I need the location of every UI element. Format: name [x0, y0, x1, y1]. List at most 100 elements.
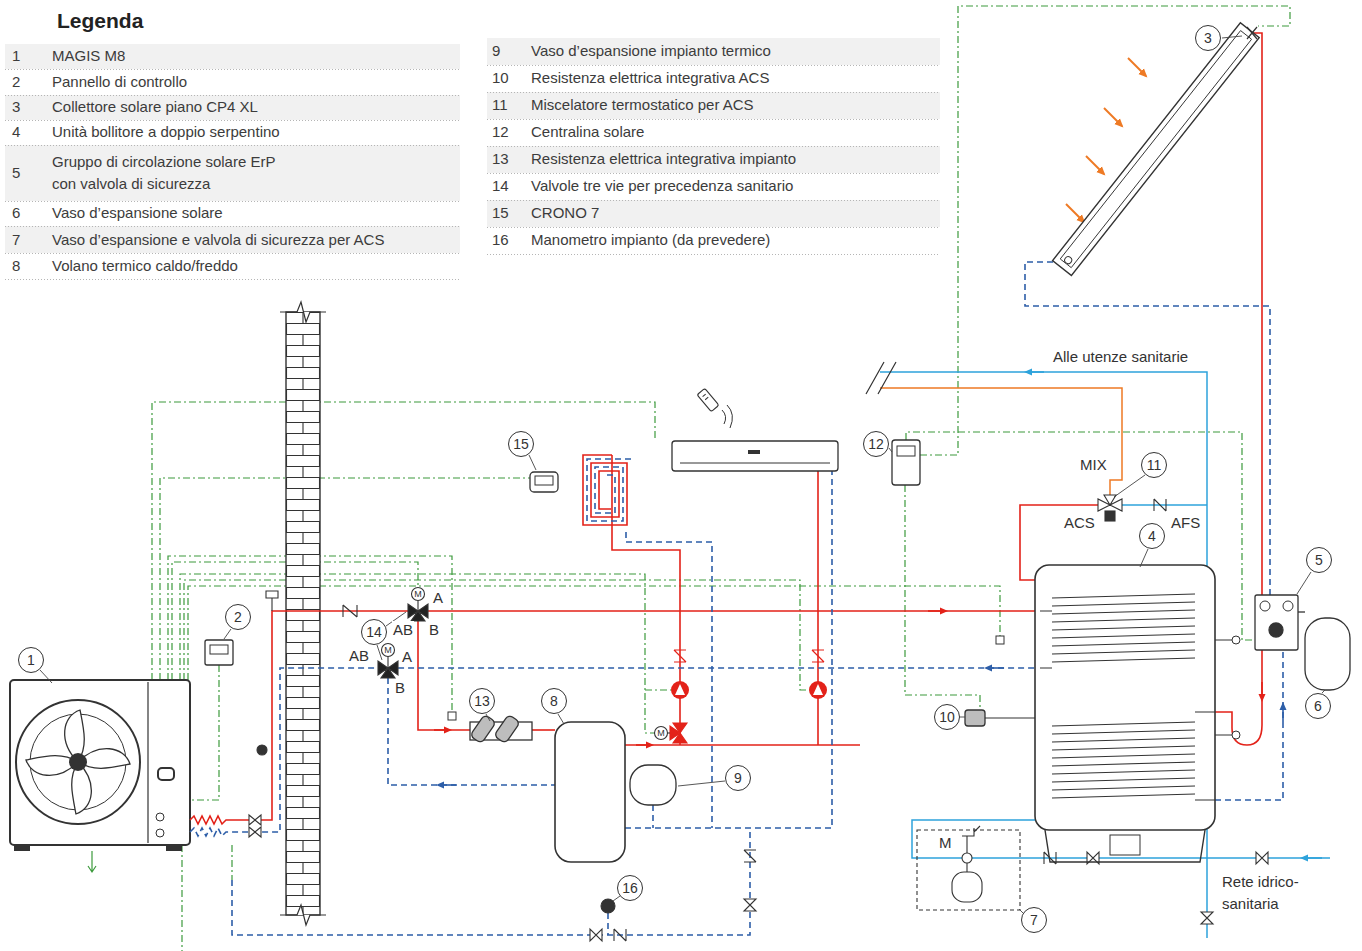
callout-circle: 2 [225, 604, 251, 630]
system-components [1247, 27, 1257, 39]
callout-circle: 15 [508, 431, 534, 457]
supply-pipes [612, 532, 680, 745]
motor-letter: M [384, 646, 392, 655]
callout-circle: 10 [934, 704, 960, 730]
system-components [892, 440, 920, 485]
callout-circle: 12 [863, 431, 889, 457]
callout-number: 5 [1315, 553, 1323, 567]
flow-arrows [1128, 58, 1146, 76]
heat-pump-unit [158, 768, 174, 780]
system-components [448, 712, 456, 720]
system-components [1255, 595, 1298, 650]
supply-pipes [583, 455, 627, 525]
system-components [1052, 722, 1195, 798]
valves [670, 723, 687, 743]
legend-text: Collettore solare piano CP4 XL [52, 98, 258, 117]
leader-lines [1140, 549, 1148, 567]
valves [417, 601, 418, 612]
leader-lines [960, 717, 965, 718]
flow-arrows [636, 744, 652, 746]
leader-lines [1322, 690, 1325, 693]
control-wires [160, 478, 530, 680]
pumps [674, 650, 686, 662]
system-components [630, 765, 676, 805]
flow-arrows [438, 784, 456, 786]
callout-circle: 6 [1305, 693, 1331, 719]
system-components [1040, 611, 1215, 800]
legend-number: 1 [12, 47, 20, 66]
system-components [965, 710, 985, 726]
system-components [494, 714, 520, 743]
callout-circle: 16 [617, 875, 643, 901]
return-pipes [232, 828, 750, 935]
control-wires [184, 580, 809, 690]
legend-table [487, 146, 940, 173]
system-components [1060, 31, 1251, 268]
flow-arrows [1026, 371, 1044, 373]
valves [601, 899, 615, 913]
valves [1098, 495, 1122, 511]
valves [744, 899, 756, 911]
callout-circle: 14 [361, 619, 387, 645]
legend-text: CRONO 7 [531, 204, 599, 223]
legend-table [5, 38, 940, 280]
valves [343, 605, 357, 617]
water-pipes [880, 372, 1330, 938]
legend-text: Centralina solare [531, 123, 644, 142]
legend-table [487, 38, 940, 65]
port-label: AB [348, 647, 370, 666]
callout-number: 2 [234, 610, 242, 624]
callout-number: 9 [734, 771, 742, 785]
legend-text: Volano termico caldo/freddo [52, 257, 238, 276]
port-label: A [432, 589, 444, 608]
system-components [205, 640, 233, 665]
control-wires [190, 665, 219, 800]
flow-arrows [986, 667, 1004, 669]
callout-number: 1 [27, 653, 35, 667]
legend-number: 9 [492, 42, 500, 61]
system-components [748, 450, 760, 454]
pipe-label: Alle utenze sanitarie [1052, 348, 1189, 367]
legend-number: 8 [12, 257, 20, 276]
system-components [1260, 601, 1270, 611]
leader-lines [529, 455, 536, 470]
water-pipes [1122, 504, 1207, 506]
callout-number: 6 [1314, 699, 1322, 713]
brick-wall [280, 905, 326, 925]
leader-lines [1297, 572, 1311, 594]
legend-number: 13 [492, 150, 509, 169]
pumps [812, 650, 824, 662]
heat-pump-unit [88, 851, 96, 872]
callout-circle: 1 [18, 647, 44, 673]
leader-lines [558, 714, 564, 724]
pumps [671, 650, 827, 699]
system-components [672, 441, 838, 471]
control-wires [231, 845, 232, 880]
leader-lines [486, 714, 490, 721]
legend-title: Legenda [57, 8, 143, 34]
leader-lines [40, 670, 52, 683]
callout-number: 13 [474, 694, 490, 708]
legend-text: Vaso d’espansione impianto termico [531, 42, 771, 61]
mixed-water-pipe [880, 388, 1122, 495]
legend-number: 2 [12, 73, 20, 92]
heat-pump-unit [10, 680, 190, 872]
legend-table [5, 145, 460, 201]
system-components [962, 826, 980, 872]
callout-circle: 13 [469, 688, 495, 714]
valves [382, 644, 395, 657]
valves [249, 815, 261, 825]
valves [412, 588, 425, 601]
system-components [1215, 640, 1232, 735]
callout-circle: 5 [1306, 547, 1332, 573]
system-components [1045, 830, 1205, 862]
leader-lines [889, 448, 892, 452]
brick-wall [280, 302, 326, 322]
port-label: AB [392, 621, 414, 640]
callout-number: 4 [1148, 529, 1156, 543]
legend-number: 16 [492, 231, 509, 250]
port-label: B [428, 621, 440, 640]
control-wires [152, 6, 1290, 951]
legend-text: Pannello di controllo [52, 73, 187, 92]
system-components [680, 463, 830, 464]
